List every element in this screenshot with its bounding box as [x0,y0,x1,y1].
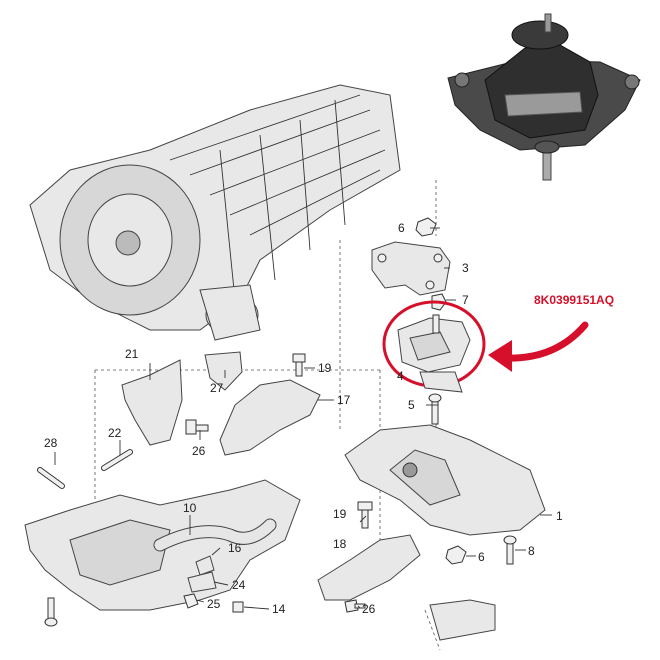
bracket-21 [121,359,183,446]
bolt-26-lower [344,599,366,613]
callout-6-bottom: 6 [478,550,485,564]
callout-7: 7 [462,293,469,307]
callout-3: 3 [462,261,469,275]
callout-8: 8 [528,544,535,558]
bracket-17 [219,379,321,456]
part-number-label: 8K0399151AQ [534,293,614,307]
transmission-illustration [29,84,401,341]
callout-19-lower: 19 [333,507,347,521]
exhaust-pipe-10 [153,518,277,552]
callout-27: 27 [210,381,224,395]
callout-labels: 6 3 7 4 5 1 6 8 19 18 26 21 27 19 17 22 … [44,221,563,616]
callout-24: 24 [232,578,246,592]
mount-photo [447,13,641,181]
bolt-26-upper [185,419,209,435]
callout-17: 17 [337,393,351,407]
nut-14 [232,601,244,613]
bracket-18 [317,534,421,601]
bracket-27 [204,351,243,391]
callout-28: 28 [44,436,58,450]
callout-16: 16 [228,541,242,555]
nut-25 [183,593,199,609]
callout-22: 22 [108,426,122,440]
transmission-mount-4 [397,314,471,373]
bolt-lower-left [44,597,58,627]
crossmember-1 [344,424,546,536]
bolt-5 [428,393,442,425]
clamp-16 [195,555,215,576]
red-arrow [501,321,589,362]
callout-10: 10 [183,501,197,515]
nut-6-top [415,217,437,237]
red-arrow-head [488,340,512,372]
callout-25: 25 [207,597,221,611]
bracket-lower-right [429,599,496,641]
callout-26-upper: 26 [192,444,206,458]
callout-21: 21 [125,347,139,361]
callout-4: 4 [397,369,404,383]
callout-14: 14 [272,602,286,616]
bracket-3 [371,241,451,296]
callout-19-top: 19 [318,361,332,375]
bolt-19-top [292,353,306,377]
callout-5: 5 [408,398,415,412]
bolt-19-lower [357,501,373,529]
clip-24 [187,571,217,593]
nut-6-bottom [445,545,467,565]
leader-lines [54,227,552,610]
bolt-8 [503,535,517,565]
bolt-22 [101,449,133,471]
bolt-28 [37,467,65,489]
clip-4 [419,371,463,393]
callout-26-lower: 26 [362,602,376,616]
callout-1: 1 [556,509,563,523]
callout-18: 18 [333,537,347,551]
callout-6-top: 6 [398,221,405,235]
